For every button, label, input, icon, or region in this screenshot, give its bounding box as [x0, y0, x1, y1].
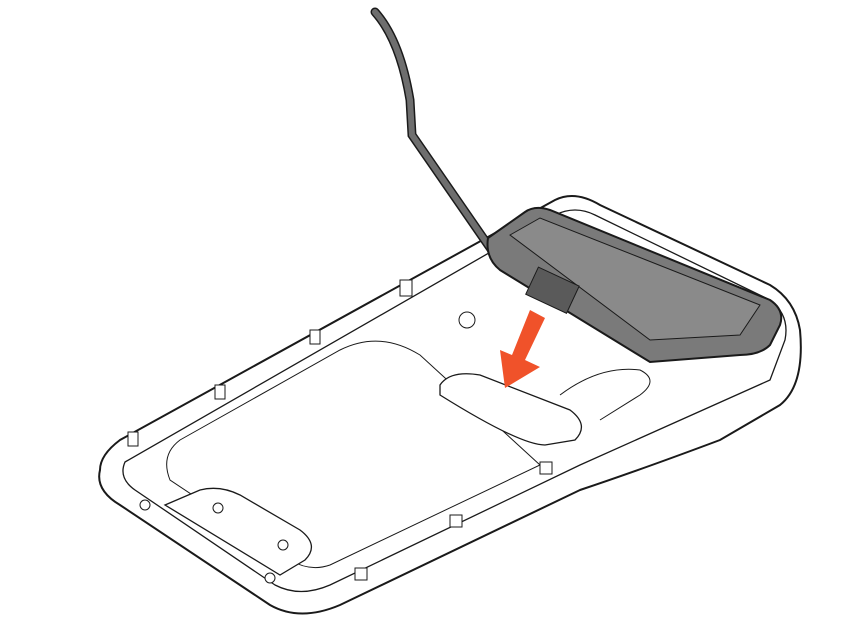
screw [212, 502, 224, 514]
device-housing [98, 195, 802, 615]
battery-latch [439, 373, 582, 446]
cable [370, 7, 500, 260]
arrow-down-left-icon [500, 310, 545, 388]
latch-bracket [559, 368, 651, 421]
housing-inner-rim [122, 209, 787, 593]
battery-connector [525, 266, 580, 314]
battery-top-face [509, 217, 761, 341]
screw [139, 499, 151, 511]
screw [277, 539, 289, 551]
housing-floor [166, 340, 541, 569]
post [458, 311, 476, 329]
screw [264, 572, 276, 584]
edge-clips [127, 279, 553, 581]
cable-inner [372, 9, 498, 258]
connector-plate [163, 487, 312, 576]
